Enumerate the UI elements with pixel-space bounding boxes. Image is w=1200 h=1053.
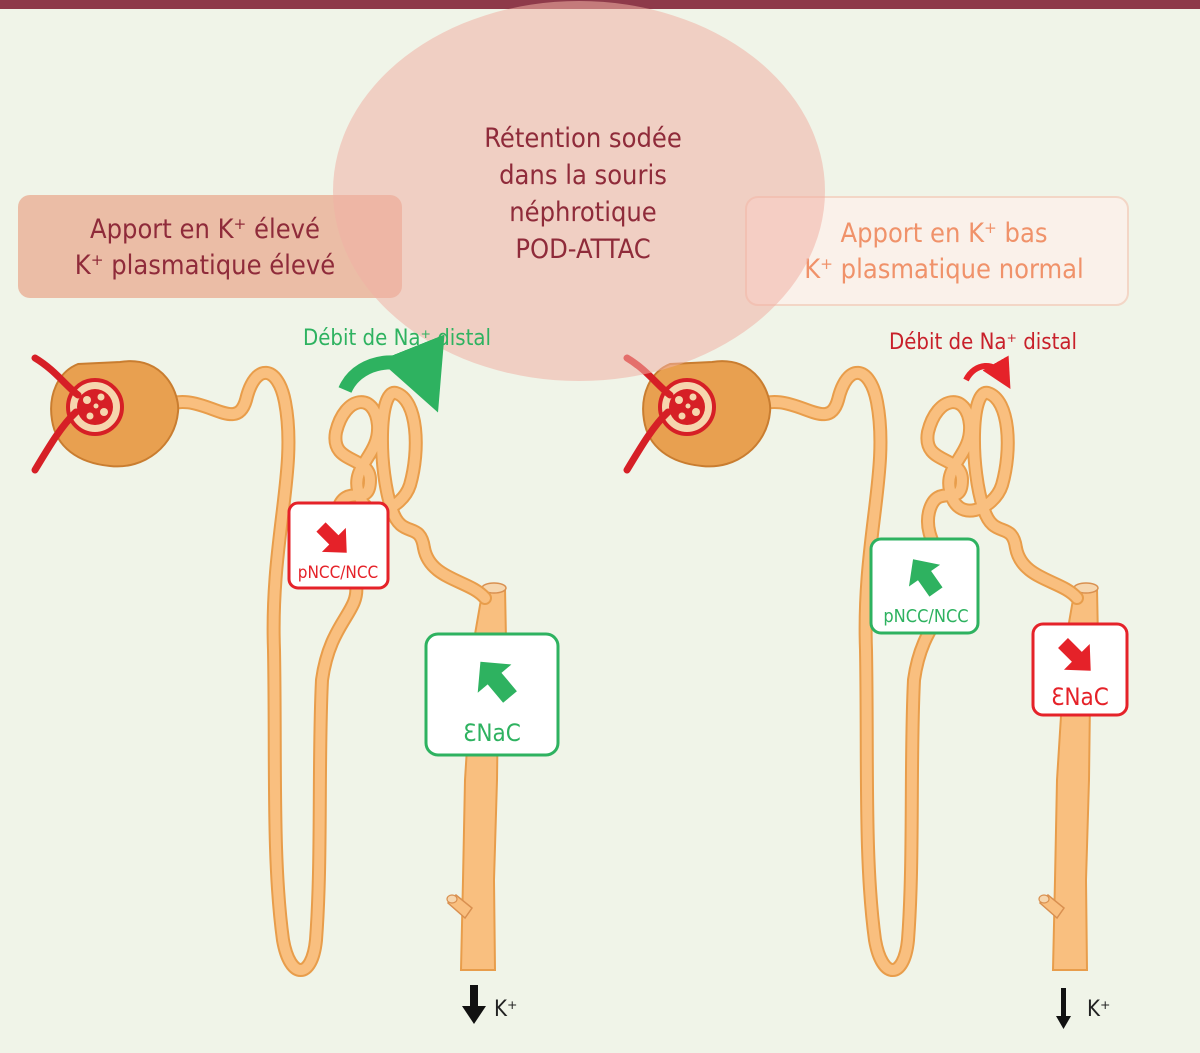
left-box-line-1: Apport en K⁺ élevé <box>90 214 320 245</box>
right-k-output: K⁺ <box>1056 988 1110 1029</box>
right-enac-down-arrow-icon <box>1058 638 1091 671</box>
left-k-down-arrow-icon <box>462 985 486 1024</box>
right-flow-arrow-icon <box>963 355 1011 390</box>
left-flow-arrow-icon <box>338 334 445 413</box>
center-line-3: néphrotique <box>509 197 656 228</box>
left-flow-label: Débit de Na⁺ distal <box>303 326 491 351</box>
center-line-1: Rétention sodée <box>484 123 682 154</box>
left-ncc-down-arrow-icon <box>316 522 347 553</box>
left-ncc-box: pNCC/NCC <box>287 501 390 590</box>
right-k-down-arrow-icon <box>1056 988 1071 1029</box>
right-ncc-label: pNCC/NCC <box>883 606 968 627</box>
center-line-4: POD-ATTAC <box>515 234 650 265</box>
center-title-bubble: Rétention sodée dans la souris néphrotiq… <box>333 1 825 381</box>
left-k-output: K⁺ <box>462 985 517 1024</box>
left-ncc-label: pNCC/NCC <box>298 563 378 583</box>
left-k-label: K⁺ <box>494 997 517 1022</box>
right-flow-label: Débit de Na⁺ distal <box>889 330 1077 355</box>
right-condition-box: Apport en K⁺ bas K⁺ plasmatique normal <box>745 196 1129 306</box>
left-enac-box: ƐNaC <box>424 632 560 757</box>
right-k-label: K⁺ <box>1087 997 1110 1022</box>
left-box-line-2: K⁺ plasmatique élevé <box>75 250 335 281</box>
center-line-2: dans la souris <box>499 160 667 191</box>
right-ncc-box: pNCC/NCC <box>869 537 980 635</box>
left-enac-label: ƐNaC <box>463 719 521 747</box>
left-condition-box: Apport en K⁺ élevé K⁺ plasmatique élevé <box>18 195 402 298</box>
right-enac-label: ƐNaC <box>1051 683 1109 711</box>
left-enac-up-arrow-icon <box>477 661 517 703</box>
right-ncc-up-arrow-icon <box>908 559 943 597</box>
right-box-line-2: K⁺ plasmatique normal <box>804 254 1084 285</box>
right-enac-box: ƐNaC <box>1031 622 1129 717</box>
right-box-line-1: Apport en K⁺ bas <box>840 218 1047 249</box>
